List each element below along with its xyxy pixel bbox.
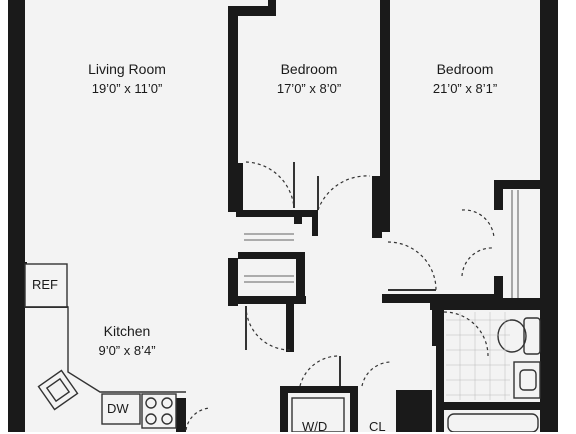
wall-living-east-low <box>228 258 238 306</box>
closet-wall-e <box>294 210 302 224</box>
washer-dryer <box>291 397 345 432</box>
kitchen-counter <box>25 306 186 393</box>
wall-lower-a <box>176 398 186 432</box>
kitchen-sink <box>37 369 79 411</box>
dw-label: DW <box>107 401 129 416</box>
closet-wall-b <box>238 252 304 259</box>
door-swing-closet2b <box>461 247 495 277</box>
stove <box>141 393 177 429</box>
kitchen-label: Kitchen 9’0” x 8’4” <box>98 322 155 360</box>
bedroom1-label: Bedroom 17’0” x 8’0” <box>277 60 341 98</box>
living-room-label: Living Room 19’0” x 11’0” <box>88 60 166 98</box>
wall-bedroom1-top <box>228 6 276 16</box>
burner <box>145 397 157 409</box>
wall-east <box>540 0 558 432</box>
bath-tile <box>446 312 510 400</box>
walls <box>8 0 558 432</box>
wall-bedroom-split-low <box>372 176 382 238</box>
wall-bedroom1-notch <box>268 0 276 16</box>
bedroom2-label: Bedroom 21’0” x 8’1” <box>433 60 497 98</box>
refrigerator <box>24 263 68 308</box>
door-swing-bath <box>443 311 489 357</box>
burner <box>161 397 173 409</box>
closet-wall-f <box>312 210 318 236</box>
room-name: Bedroom <box>280 61 338 77</box>
door-swing-hall <box>317 175 371 211</box>
closet-shelving <box>244 190 519 298</box>
toilet-tank <box>523 317 541 355</box>
doors <box>185 161 495 431</box>
dishwasher <box>101 393 141 425</box>
room-dims: 17’0” x 8’0” <box>276 81 342 96</box>
toilet-bowl <box>497 319 527 353</box>
wall-hall-block <box>396 390 432 432</box>
closet-wall-d <box>296 252 305 304</box>
bathtub <box>447 413 539 432</box>
wall-lower-b <box>280 386 288 432</box>
room-name: Kitchen <box>103 323 151 339</box>
door-swing-kitchen <box>185 407 211 431</box>
wall-bath-tub <box>444 402 540 410</box>
bedroom2-closet-top <box>494 180 540 189</box>
wall-lower-d <box>350 386 358 432</box>
wall-west <box>8 0 25 432</box>
wall-bath-left <box>432 310 444 346</box>
wall-living-east <box>228 6 238 212</box>
closet-wall-g <box>236 163 243 217</box>
wall-hall-lower <box>286 304 294 352</box>
wall-bedroom-split <box>380 0 390 232</box>
vanity-basin <box>519 369 537 391</box>
door-swing-bedroom1 <box>245 161 295 209</box>
burner <box>145 413 157 425</box>
closet-wall-c <box>236 296 306 304</box>
door-leaves <box>245 162 436 386</box>
vanity <box>513 361 541 399</box>
wd-label: W/D <box>302 419 328 434</box>
door-swing-cl <box>361 361 393 387</box>
ref-label: REF <box>32 277 58 292</box>
fixtures <box>24 190 541 432</box>
kitchen-sink-inner <box>45 377 71 403</box>
room-name: Bedroom <box>436 61 494 77</box>
burner <box>161 413 173 425</box>
bedroom2-closet-side <box>494 180 503 210</box>
bedroom2-closet-base <box>494 276 503 300</box>
room-dims: 9’0” x 8’4” <box>98 343 156 358</box>
wall-lower-c <box>280 386 358 393</box>
door-swing-bedroom2 <box>387 241 437 291</box>
wall-bath-left2 <box>436 346 444 432</box>
room-dims: 21’0” x 8’1” <box>432 81 498 96</box>
room-dims: 19’0” x 11’0” <box>91 81 163 96</box>
room-name: Living Room <box>88 61 166 77</box>
door-swing-wd <box>299 355 341 387</box>
wall-bath-top2 <box>430 298 540 310</box>
door-swing-closet2a <box>461 209 495 239</box>
closet-wall-a <box>236 210 318 217</box>
cl-label: CL <box>369 419 386 434</box>
